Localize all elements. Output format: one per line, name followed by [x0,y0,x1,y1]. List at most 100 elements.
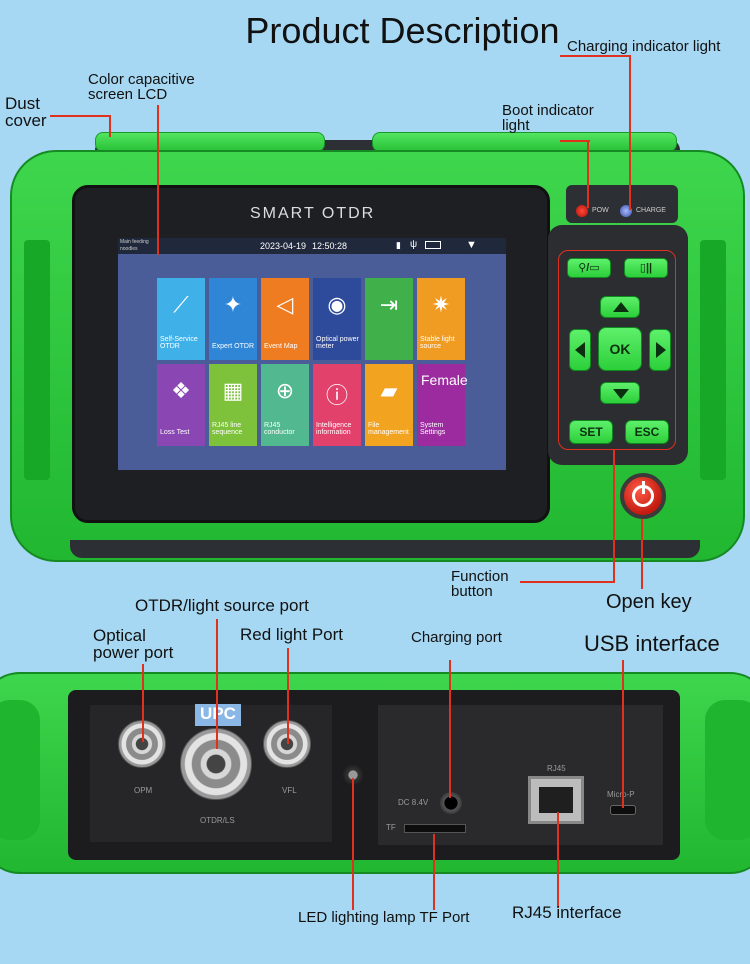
app-tile[interactable]: ✷Stable light source [417,278,465,360]
led-lamp [343,765,363,785]
app-tile-label: Stable light source [420,336,455,350]
leader-led [352,778,354,910]
probe-key[interactable]: ⚲/▭ [567,258,611,278]
tf-slot[interactable] [404,824,466,833]
leader-function-v [613,450,615,582]
app-tile-icon: ⊕ [275,378,295,403]
otdr-ls-port[interactable] [180,728,252,800]
app-tile[interactable]: ▰ File management [365,364,413,446]
app-tile[interactable]: ▦ RJ45 line sequence [209,364,257,446]
label-optical-power-1: Optical [93,626,146,645]
ok-key[interactable]: OK [598,327,642,371]
usb-icon: ψ [410,239,418,250]
status-date: 2023-04-19 [260,241,307,251]
leader-usb [622,660,624,808]
leader-dust-v [109,115,111,137]
app-tile[interactable]: ◁Event Map [261,278,309,360]
rj45-port[interactable] [528,776,584,824]
label-function-1: Function [451,568,509,585]
app-tile-label: System Settings [420,422,446,436]
pow-led [576,205,588,217]
leader-dust-h [50,115,110,117]
chevron-down-icon[interactable]: ▼ [466,239,477,251]
indicator-strip [566,185,678,223]
app-tile-label: Loss Test [160,429,190,436]
status-time: 12:50:28 [312,241,348,251]
grip-right [700,240,726,480]
micro-usb-label: Micro-P [607,790,635,799]
app-tile-icon: ▦ [222,378,244,403]
app-tile[interactable]: ⊕ RJ45 conductor [261,364,309,446]
app-tile-label: Event Map [264,343,298,350]
charging-cover-recess [378,705,663,845]
left-key[interactable] [569,329,591,371]
app-tile-label: RJ45 conductor [264,422,295,436]
label-charging-indicator: Charging indicator light [567,38,721,55]
set-key[interactable]: SET [569,420,613,444]
up-key[interactable] [600,296,640,318]
status-bar: Main feeding noodles 2023-04-19 12:50:28… [118,238,506,254]
vfl-label: VFL [282,786,297,795]
grip-left [24,240,50,480]
status-left-1: Main feeding [120,239,149,245]
app-tile[interactable]: ◉ Optical power meter [313,278,361,360]
leader-vfl [287,648,289,744]
label-rj45: RJ45 interface [512,903,622,922]
label-boot-2: light [502,117,530,134]
app-tile-icon: ❖ [171,378,191,403]
dust-cover-right[interactable] [372,132,677,152]
label-color-lcd-1: Color capacitive [88,71,195,88]
power-button[interactable] [620,473,666,519]
app-tile-icon: ⓘ [325,383,348,408]
app-tile-icon: ▰ [380,378,398,403]
app-tile-label: Optical power meter [316,336,359,350]
app-tile[interactable]: ⟋Self-Service OTDR [157,278,205,360]
keypad-highlight [558,250,676,450]
label-led-tf: LED lighting lamp TF Port [298,909,470,926]
app-tile-label: File management [368,422,409,436]
label-optical-power-2: power port [93,643,174,662]
leader-boot-h [560,140,590,142]
label-dust-2: cover [5,111,47,130]
dust-cover-left[interactable] [95,132,325,152]
leader-charging [449,660,451,798]
label-otdr-port: OTDR/light source port [135,596,309,615]
arrow-right-icon [656,342,666,358]
status-left-2: noodles [120,246,138,252]
label-color-lcd-2: screen LCD [88,86,168,103]
sd-card-icon: ▮ [396,240,401,250]
app-tile-label: RJ45 line sequence [212,422,243,436]
leader-open-v [641,519,643,589]
right-key[interactable] [649,329,671,371]
leader-charge-v [629,55,631,210]
rj45-socket [539,787,573,813]
down-key[interactable] [600,382,640,404]
app-tile-icon: ⇥ [379,292,399,317]
device-bottom-edge [70,540,700,558]
battery-icon [425,241,441,249]
leader-rj45 [557,812,559,908]
dc-jack[interactable] [440,792,462,814]
esc-key[interactable]: ESC [625,420,669,444]
power-icon-stem [641,481,645,494]
pause-key[interactable]: ▯|| [624,258,668,278]
app-tile[interactable]: ✦Expert OTDR [209,278,257,360]
leader-function-h [520,581,615,583]
app-tile-icon: ◉ [327,292,347,317]
brand-label: SMART OTDR [250,205,376,222]
label-boot-1: Boot indicator [502,102,594,119]
label-charging-port: Charging port [411,629,502,646]
app-tile-label: Intelligence information [316,422,352,436]
label-open-key: Open key [606,591,692,613]
label-red-light: Red light Port [240,625,343,644]
app-tile[interactable]: System Settings [417,364,465,446]
otdr-ls-label: OTDR/LS [200,816,235,825]
leader-charge-h [560,55,630,57]
app-tile[interactable]: ❖ Loss Test [157,364,205,446]
app-tile[interactable]: ⇥ [365,278,413,360]
label-dust-1: Dust [5,94,40,113]
app-tile-label: Self-Service OTDR [160,336,198,350]
arrow-down-icon [613,389,629,399]
label-function-2: button [451,583,493,600]
